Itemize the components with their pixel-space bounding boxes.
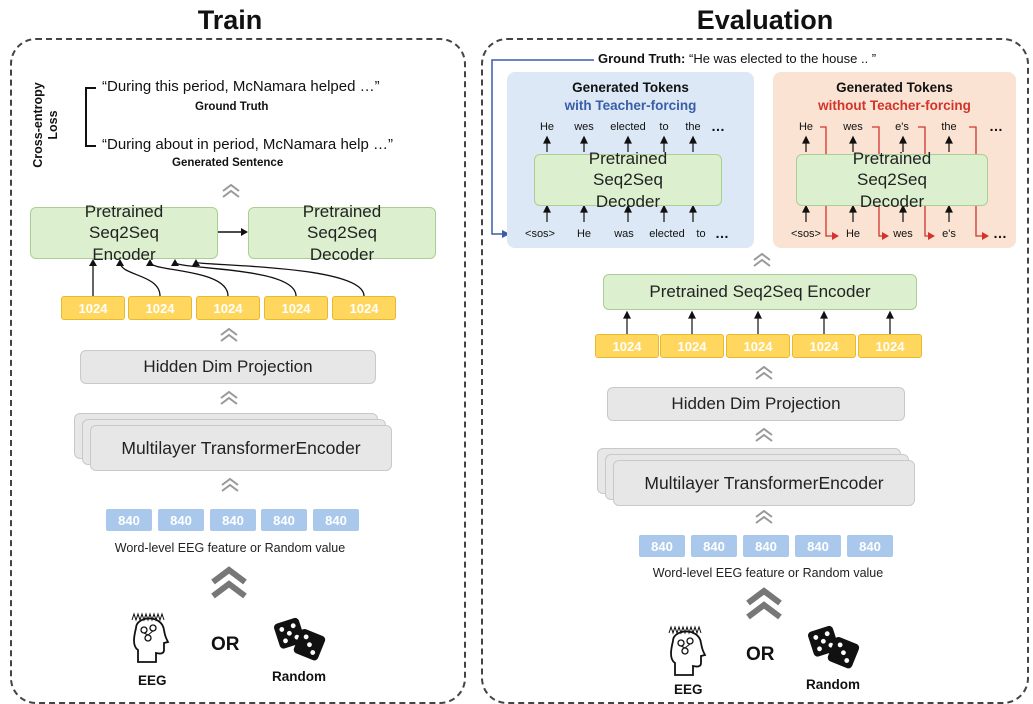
tf-output-token: … xyxy=(711,118,725,134)
ntf-output-token: wes xyxy=(843,121,863,133)
eval-big-up-chevron-icon xyxy=(746,587,782,620)
token-to-encoder-arrows xyxy=(89,259,365,297)
dim-token: 1024 xyxy=(264,296,328,320)
ntf-input-token: He xyxy=(845,228,861,240)
ntf-input-token: e's xyxy=(942,228,956,240)
dice-icon xyxy=(274,617,326,661)
encoder-to-decoder-arrow xyxy=(218,228,248,236)
tf-output-token: wes xyxy=(574,121,594,133)
eval-dim-token: 1024 xyxy=(660,334,724,358)
random-label: Random xyxy=(272,669,326,684)
eval-dim-token: 1024 xyxy=(858,334,922,358)
ntf-subtitle: without Teacher-forcing xyxy=(818,98,971,113)
eval-encoder-box: Pretrained Seq2Seq Encoder xyxy=(603,274,917,310)
up-chevron-icon xyxy=(753,252,771,267)
eval-input-caption: Word-level EEG feature or Random value xyxy=(652,566,884,580)
ntf-arrows xyxy=(802,126,989,240)
ntf-decoder-box: Pretrained Seq2Seq Decoder xyxy=(796,149,988,211)
eval-ground-truth: Ground Truth: “He was elected to the hou… xyxy=(598,51,876,66)
eval-transformer-encoder-box: Multilayer TransformerEncoder xyxy=(613,460,915,506)
tf-decoder-box: Pretrained Seq2Seq Decoder xyxy=(534,149,722,211)
eeg-token: 840 xyxy=(158,509,204,531)
eval-dim-token: 1024 xyxy=(792,334,856,358)
eval-eeg-token: 840 xyxy=(847,535,893,557)
eeg-label: EEG xyxy=(138,673,167,688)
up-chevron-icon xyxy=(220,327,238,342)
input-caption: Word-level EEG feature or Random value xyxy=(114,541,346,555)
up-chevron-icon xyxy=(755,509,773,524)
eval-random-label: Random xyxy=(806,677,860,692)
generated-sentence: “During about in period, McNamara help …… xyxy=(102,136,393,153)
or-label: OR xyxy=(211,634,240,655)
ntf-output-token: … xyxy=(989,118,1003,134)
eval-token-arrows xyxy=(623,310,894,334)
eval-dim-token: 1024 xyxy=(726,334,790,358)
eval-eeg-token: 840 xyxy=(795,535,841,557)
ntf-input-token: wes xyxy=(893,228,913,240)
eval-hidden-dim-projection-box: Hidden Dim Projection xyxy=(607,387,905,421)
eeg-token: 840 xyxy=(210,509,256,531)
ground-truth-label: Ground Truth xyxy=(195,101,269,113)
encoder-box: Pretrained Seq2Seq Encoder xyxy=(30,202,218,264)
ntf-input-token: … xyxy=(993,225,1007,241)
dim-token: 1024 xyxy=(332,296,396,320)
loss-bracket xyxy=(85,87,96,147)
tf-output-token: the xyxy=(685,121,701,133)
decoder-box: Pretrained Seq2Seq Decoder xyxy=(248,202,436,264)
tf-output-token: He xyxy=(539,121,555,133)
eval-eeg-token: 840 xyxy=(743,535,789,557)
tf-arrows xyxy=(543,135,697,222)
eval-eeg-token: 840 xyxy=(639,535,685,557)
up-chevron-icon xyxy=(220,390,238,405)
tf-title: Generated Tokens xyxy=(572,80,689,95)
tf-subtitle: with Teacher-forcing xyxy=(564,98,697,113)
ntf-title: Generated Tokens xyxy=(836,80,953,95)
up-chevron-icon xyxy=(755,427,773,442)
eval-eeg-head-icon xyxy=(668,625,707,676)
tf-input-token: was xyxy=(614,228,634,240)
ntf-output-token: the xyxy=(941,121,957,133)
ntf-output-token: He xyxy=(798,121,814,133)
evaluation-title: Evaluation xyxy=(696,5,834,35)
eval-dice-icon xyxy=(808,625,860,669)
tf-input-token: <sos> xyxy=(525,228,555,240)
up-chevron-icon xyxy=(755,365,773,380)
dim-token: 1024 xyxy=(61,296,125,320)
eval-eeg-label: EEG xyxy=(674,682,703,697)
eeg-token: 840 xyxy=(313,509,359,531)
eeg-token: 840 xyxy=(261,509,307,531)
train-title: Train xyxy=(197,5,263,35)
eval-dim-token: 1024 xyxy=(595,334,659,358)
ground-truth-sentence: “During this period, McNamara helped …” xyxy=(102,78,380,95)
up-chevron-icon xyxy=(222,183,240,198)
tf-input-token: He xyxy=(576,228,592,240)
ground-truth-feed-arrow xyxy=(491,59,594,238)
generated-sentence-label: Generated Sentence xyxy=(172,157,284,169)
hidden-dim-projection-box: Hidden Dim Projection xyxy=(80,350,376,384)
tf-output-token: elected xyxy=(610,121,646,133)
ntf-output-token: e's xyxy=(895,121,909,133)
ntf-input-token: <sos> xyxy=(791,228,821,240)
tf-input-token: elected xyxy=(649,228,685,240)
dim-token: 1024 xyxy=(196,296,260,320)
eval-eeg-token: 840 xyxy=(691,535,737,557)
up-chevron-icon xyxy=(221,477,239,492)
big-up-chevron-icon xyxy=(211,566,247,599)
tf-input-token: to xyxy=(696,228,706,240)
transformer-encoder-box: Multilayer TransformerEncoder xyxy=(90,425,392,471)
evaluation-panel xyxy=(481,38,1029,704)
eval-or-label: OR xyxy=(746,644,775,665)
tf-output-token: to xyxy=(659,121,669,133)
ground-truth-prefix: Ground Truth: xyxy=(598,51,686,66)
eeg-head-icon xyxy=(131,612,170,663)
dim-token: 1024 xyxy=(128,296,192,320)
train-panel xyxy=(10,38,466,704)
ground-truth-text: “He was elected to the house .. ” xyxy=(685,51,877,66)
tf-input-token: … xyxy=(715,225,729,241)
eeg-token: 840 xyxy=(106,509,152,531)
